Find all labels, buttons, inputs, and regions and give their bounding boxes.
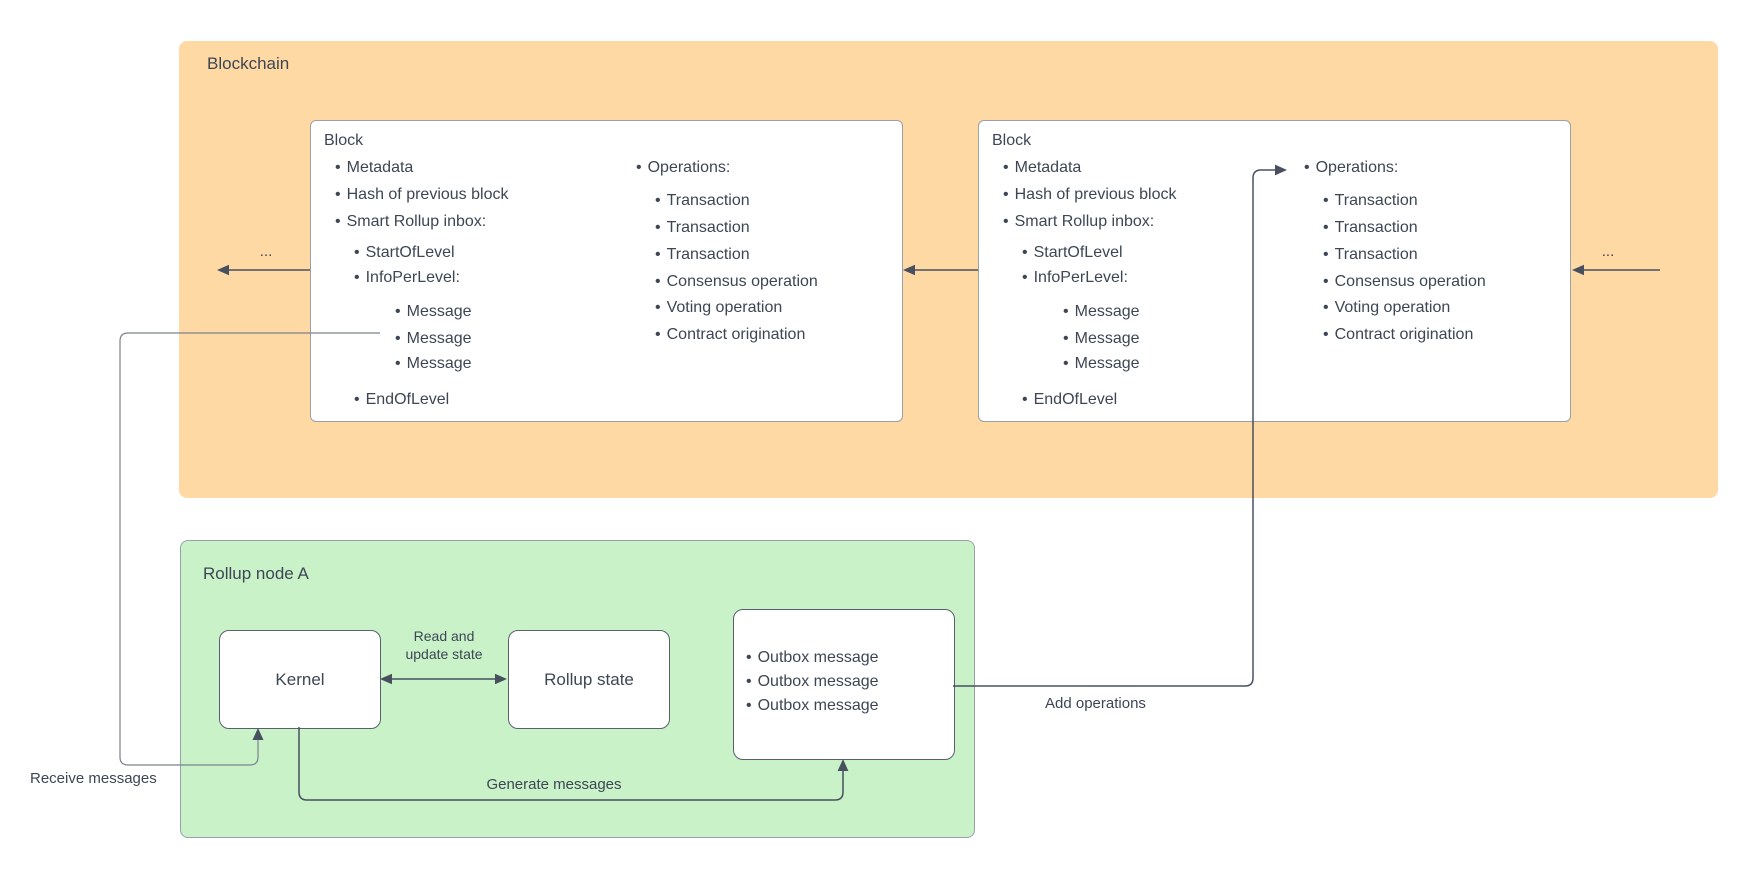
list-item: Smart Rollup inbox: (1003, 209, 1155, 235)
read-update-state-label: Read and update state (405, 628, 483, 662)
list-item: StartOfLevel (354, 240, 455, 266)
list-item: EndOfLevel (1022, 387, 1118, 413)
list-item: Message (395, 351, 472, 377)
list-item: Transaction (1323, 215, 1418, 241)
list-item: Message (1063, 299, 1140, 325)
add-operations-label: Add operations (1045, 695, 1146, 712)
list-item: Transaction (655, 188, 750, 214)
list-item: Metadata (335, 155, 414, 181)
outbox-item: Outbox message (746, 645, 879, 671)
outbox-item: Outbox message (746, 693, 879, 719)
list-item: Transaction (655, 242, 750, 268)
block-b-title: Block (992, 132, 1032, 149)
rollup-state-label: Rollup state (544, 669, 634, 689)
outbox-box: Outbox message Outbox message Outbox mes… (733, 609, 955, 760)
list-item: Metadata (1003, 155, 1082, 181)
list-item: Contract origination (655, 322, 806, 348)
list-item: Operations: (636, 155, 731, 181)
list-item: Smart Rollup inbox: (335, 209, 487, 235)
list-item: Voting operation (655, 295, 783, 321)
list-item: Message (1063, 351, 1140, 377)
list-item: Contract origination (1323, 322, 1474, 348)
rollup-node-label: Rollup node A (203, 564, 309, 583)
list-item: Consensus operation (655, 269, 818, 295)
list-item: Operations: (1304, 155, 1399, 181)
ellipsis-left: ... (259, 243, 273, 260)
list-item: Message (395, 326, 472, 352)
list-item: Voting operation (1323, 295, 1451, 321)
list-item: Transaction (1323, 188, 1418, 214)
rollup-state-box: Rollup state (508, 630, 670, 729)
blockchain-label: Blockchain (207, 54, 290, 73)
list-item: EndOfLevel (354, 387, 450, 413)
block-b: Block Metadata Hash of previous block Sm… (978, 120, 1571, 422)
list-item: Transaction (1323, 242, 1418, 268)
list-item: Consensus operation (1323, 269, 1486, 295)
list-item: Hash of previous block (335, 182, 509, 208)
list-item: InfoPerLevel: (1022, 265, 1128, 291)
list-item: Message (1063, 326, 1140, 352)
list-item: StartOfLevel (1022, 240, 1123, 266)
ellipsis-right: ... (1601, 243, 1615, 260)
list-item: InfoPerLevel: (354, 265, 460, 291)
list-item: Message (395, 299, 472, 325)
receive-messages-label: Receive messages (30, 770, 157, 787)
kernel-label: Kernel (275, 669, 325, 689)
generate-messages-label: Generate messages (486, 776, 622, 793)
block-a: Block Metadata Hash of previous block Sm… (310, 120, 903, 422)
kernel-box: Kernel (219, 630, 381, 729)
outbox-item: Outbox message (746, 669, 879, 695)
block-a-title: Block (324, 132, 364, 149)
list-item: Transaction (655, 215, 750, 241)
list-item: Hash of previous block (1003, 182, 1177, 208)
